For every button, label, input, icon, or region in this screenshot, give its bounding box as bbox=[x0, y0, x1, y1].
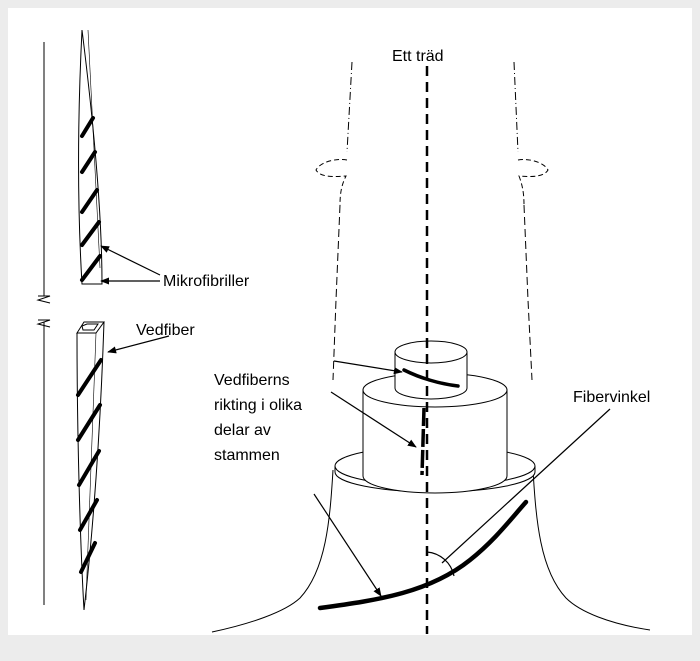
trunk-edge-upper-left bbox=[346, 61, 353, 153]
arrow-middle-section bbox=[330, 391, 417, 448]
trunk-base-left bbox=[211, 469, 334, 633]
label-microfibrils: Mikrofibriller bbox=[163, 273, 250, 290]
arrow-wood-fiber bbox=[107, 335, 170, 354]
label-fiber-direction-line2: rikting i olika bbox=[214, 397, 302, 414]
label-fiber-angle: Fibervinkel bbox=[573, 389, 650, 406]
arrow-top-section bbox=[333, 360, 403, 375]
fiber-upper-inner-edge bbox=[87, 29, 101, 269]
microfibril bbox=[80, 188, 99, 214]
branch-stub-right bbox=[517, 159, 549, 206]
branch-stub-left bbox=[315, 159, 348, 206]
trunk-edge-mid-left bbox=[332, 204, 341, 381]
wood-fiber-illustration bbox=[36, 29, 170, 611]
trunk-edge-upper-right bbox=[513, 61, 519, 153]
left-arrows bbox=[100, 245, 170, 354]
microfibril bbox=[80, 254, 102, 282]
fiber-lower-segment bbox=[76, 321, 105, 611]
microfibril bbox=[80, 150, 97, 174]
microfibril bbox=[78, 498, 99, 532]
microfibrils-upper bbox=[80, 116, 102, 282]
trunk-base-right bbox=[532, 469, 651, 631]
microfibrils-lower bbox=[76, 358, 103, 574]
stem-sections bbox=[334, 340, 536, 494]
right-arrows bbox=[313, 360, 611, 597]
microfibril bbox=[76, 358, 103, 397]
microfibril bbox=[77, 449, 101, 487]
fiber-lumen bbox=[81, 323, 99, 331]
label-fiber-direction-line3: delar av bbox=[214, 422, 271, 439]
label-wood-fiber: Vedfiber bbox=[136, 322, 195, 339]
fiber-mark-middle bbox=[420, 407, 426, 476]
trunk-edge-mid-right bbox=[523, 204, 533, 381]
label-fiber-direction-line4: stammen bbox=[214, 447, 280, 464]
diagram-panel: Mikrofibriller Vedfiber bbox=[8, 8, 692, 635]
microfibril bbox=[80, 116, 95, 138]
fiber-angle-pointer bbox=[441, 408, 611, 564]
label-tree: Ett träd bbox=[392, 48, 444, 65]
tree-illustration bbox=[211, 61, 651, 634]
arrow-base-section bbox=[313, 493, 382, 597]
fiber-mark-base bbox=[317, 499, 529, 611]
section-top-side bbox=[394, 352, 468, 400]
wood-fiber-diagram: Mikrofibriller Vedfiber bbox=[36, 29, 651, 634]
microfibril bbox=[76, 403, 102, 442]
section-top-top bbox=[394, 340, 468, 364]
microfibril bbox=[79, 541, 97, 574]
fiber-mark-top bbox=[402, 368, 460, 388]
fiber-angle-arc bbox=[426, 551, 455, 577]
section-middle-side bbox=[362, 390, 508, 494]
break-mark-upper bbox=[36, 295, 51, 304]
break-mark-lower bbox=[36, 319, 51, 328]
microfibril bbox=[80, 220, 101, 247]
label-fiber-direction-line1: Vedfiberns bbox=[214, 372, 290, 389]
arrow-microfibrils-1 bbox=[100, 245, 161, 276]
fiber-upper-segment bbox=[78, 29, 103, 285]
